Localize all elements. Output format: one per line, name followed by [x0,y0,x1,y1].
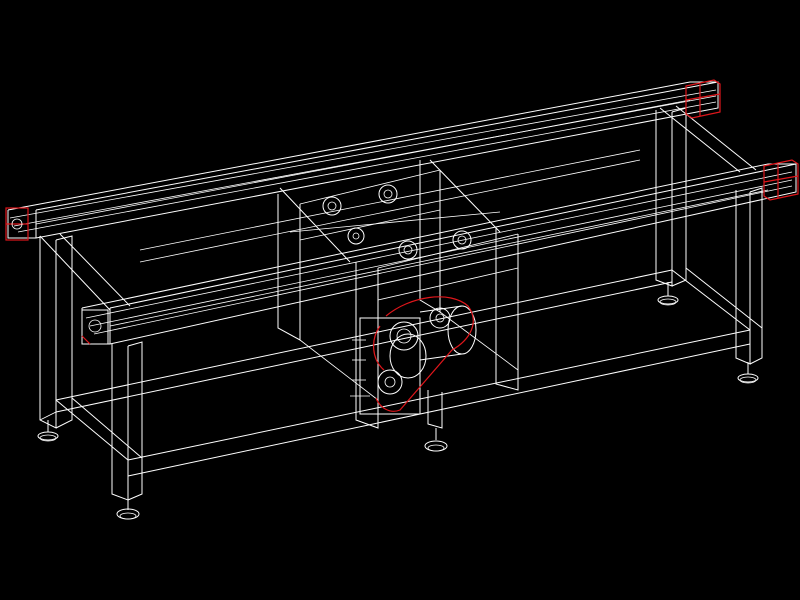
leg-back-right [655,107,687,287]
end-cap-back-left [5,207,29,241]
leg-front-right [735,187,763,365]
foot-front-right [737,362,759,384]
front-rail [81,163,797,345]
end-caps [5,79,799,345]
legs [39,107,763,501]
leg-middle-front [427,390,443,429]
rollers [322,184,472,329]
end-cap-front-left [81,309,109,345]
back-rail [7,81,719,239]
roller-1 [322,196,342,216]
foot-back-right [657,282,679,306]
roller-2 [378,184,398,204]
roller-5 [452,230,472,250]
drive-motor [350,296,477,415]
leg-front-left [111,341,143,501]
lower-frame [55,267,763,477]
foot-back-left [37,420,59,442]
center-frame [277,160,519,429]
end-cap-front-right [763,159,799,201]
roller-4 [398,240,418,260]
roller-3 [347,227,365,245]
foot-middle [424,428,448,452]
leveling-feet [37,282,759,520]
foot-front-left [116,500,140,520]
end-cap-back-right [685,79,721,119]
